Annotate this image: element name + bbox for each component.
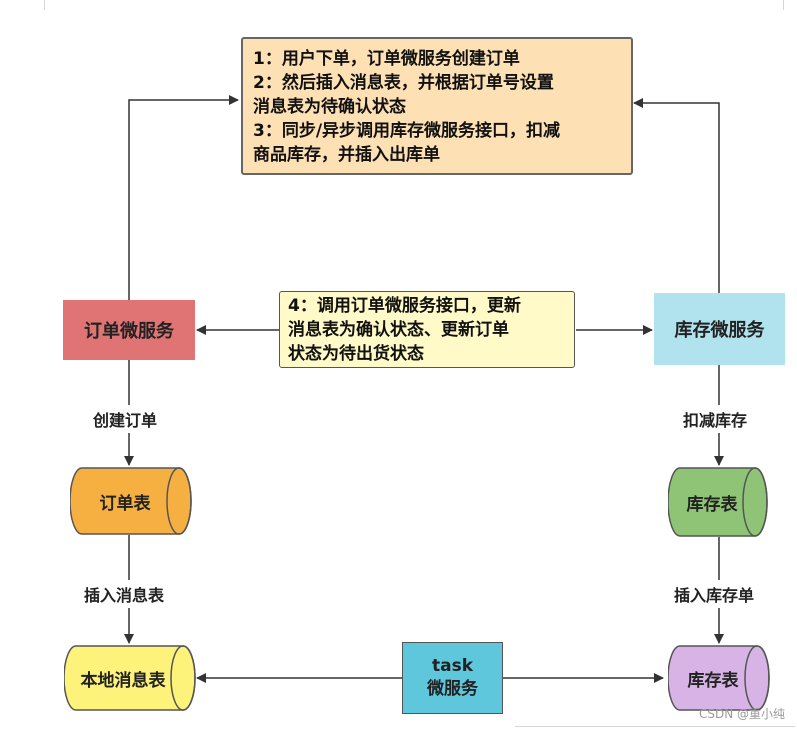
edge-label-create-order: 创建订单: [90, 405, 161, 433]
top-note-line-2: 2：然后插入消息表，并根据订单号设置: [253, 73, 554, 93]
arrow-order-to-note: [128, 95, 239, 300]
top-note-line-4: 3：同步/异步调用库存微服务接口，扣减: [253, 121, 561, 141]
stock-table2-label: 库存表: [687, 670, 739, 691]
stock-service-label: 库存微服务: [674, 320, 765, 341]
frame-bottom-line: [515, 726, 795, 727]
task-service-label-line1: task: [431, 656, 474, 676]
frame-right-line: [783, 0, 784, 10]
stock-service-node: 库存微服务: [654, 293, 785, 365]
edge-label-insert-outbound: 插入库存单: [671, 580, 758, 608]
middle-note-line-2: 消息表为确认状态、更新订单: [288, 320, 509, 340]
order-table-cylinder: 订单表: [70, 467, 192, 535]
top-note-line-5: 商品库存，并插入出库单: [253, 145, 440, 165]
stock-table2-cylinder: 库存表: [668, 645, 770, 711]
top-note-line-1: 1：用户下单，订单微服务创建订单: [253, 49, 520, 69]
order-table-label: 订单表: [99, 493, 151, 514]
edge-label-insert-msg: 插入消息表: [81, 580, 168, 608]
order-service-label: 订单微服务: [84, 321, 174, 342]
task-service-node: task 微服务: [402, 642, 503, 714]
middle-note: 4：调用订单微服务接口，更新 消息表为确认状态、更新订单 状态为待出货状态: [279, 291, 575, 368]
watermark: CSDN @重小纯: [698, 707, 785, 721]
arrow-stock-to-note: [633, 98, 720, 293]
stock-table-label: 库存表: [686, 494, 738, 515]
top-note: 1：用户下单，订单微服务创建订单 2：然后插入消息表，并根据订单号设置 消息表为…: [241, 37, 633, 175]
stock-table-cylinder: 库存表: [668, 467, 768, 537]
top-note-line-3: 消息表为待确认状态: [253, 97, 406, 117]
order-service-node: 订单微服务: [63, 300, 195, 360]
middle-note-line-1: 4：调用订单微服务接口，更新: [288, 296, 521, 316]
edge-label-deduct-stock: 扣减库存: [680, 405, 751, 433]
frame-left-line: [44, 0, 45, 10]
middle-note-line-3: 状态为待出货状态: [288, 344, 424, 364]
local-msg-table-label: 本地消息表: [80, 670, 166, 691]
local-msg-table-cylinder: 本地消息表: [64, 645, 196, 711]
task-service-label-line2: 微服务: [427, 679, 478, 699]
